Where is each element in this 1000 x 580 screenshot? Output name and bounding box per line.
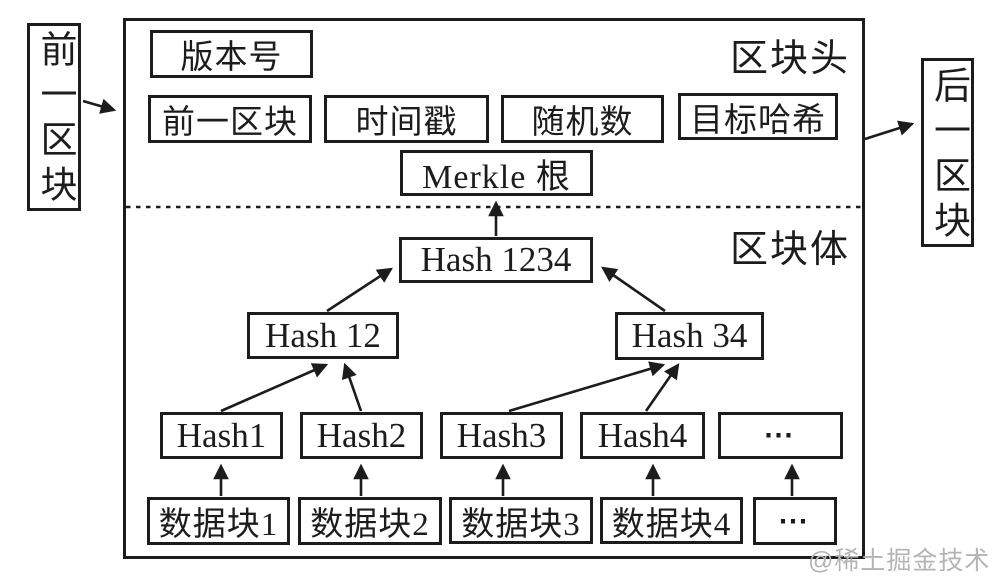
target-hash-field: 目标哈希	[678, 93, 838, 140]
arrow-block-to-next	[864, 120, 915, 141]
block-header-label: 区块头	[729, 38, 850, 80]
data-block-3: 数据块3	[449, 497, 593, 544]
watermark-text: @稀土掘金技术社区	[808, 547, 991, 575]
previous-block-node: 前一区块	[27, 23, 81, 211]
data-block-more: ⋯	[753, 497, 837, 545]
block-body-label: 区块体	[729, 229, 850, 271]
hash-more-leaf: ⋯	[718, 412, 843, 459]
prev-block-field: 前一区块	[148, 95, 312, 143]
block-container	[123, 18, 865, 559]
nonce-field: 随机数	[501, 95, 664, 143]
hash-1234-node: Hash 1234	[399, 237, 593, 283]
data-block-2: 数据块2	[298, 497, 442, 545]
hash2-leaf: Hash2	[300, 412, 423, 459]
data-block-4: 数据块4	[600, 497, 743, 544]
hash3-leaf: Hash3	[440, 412, 563, 459]
data-block-1: 数据块1	[147, 497, 290, 545]
hash-34-node: Hash 34	[615, 312, 764, 360]
hash1-leaf: Hash1	[160, 412, 283, 459]
hash-12-node: Hash 12	[247, 312, 399, 359]
version-field: 版本号	[150, 30, 313, 78]
merkle-root-field: Merkle 根	[400, 150, 593, 196]
arrow-prev-to-block	[82, 98, 117, 114]
next-block-node: 后一区块	[921, 58, 974, 247]
hash4-leaf: Hash4	[580, 412, 705, 459]
timestamp-field: 时间戳	[324, 95, 489, 143]
